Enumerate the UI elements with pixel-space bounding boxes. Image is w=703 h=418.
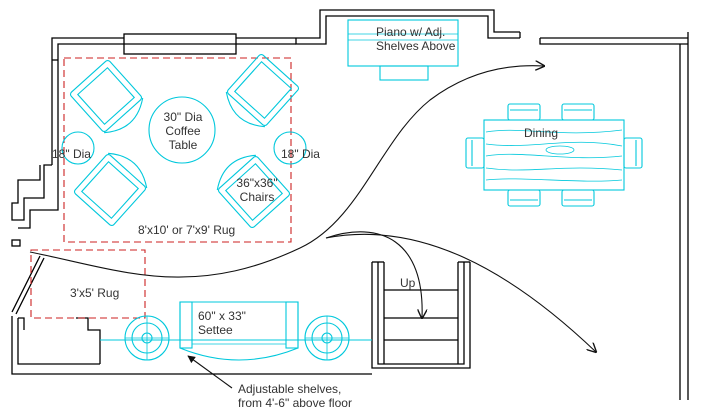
shelves-leader: [187, 355, 233, 389]
dining-label: Dining: [524, 126, 559, 140]
traffic-paths: [29, 66, 596, 389]
dining-set: [465, 103, 643, 207]
side-table-left-label: 18" Dia: [52, 147, 91, 161]
traffic-path-stairs: [325, 231, 422, 318]
side-table-left: [61, 131, 95, 165]
piano-label-line2: Shelves Above: [376, 39, 456, 53]
traffic-path-lower: [325, 233, 596, 352]
chair-top-right: [225, 53, 300, 128]
piano-label: Piano w/ Adj. Shelves Above: [376, 25, 455, 53]
settee-label-line1: 60" x 33": [198, 309, 246, 323]
coffee-table-label: 30" Dia Coffee Table: [152, 110, 214, 152]
lamp-right: [304, 315, 350, 361]
chairs-label-line2: Chairs: [239, 190, 275, 204]
settee: [179, 301, 299, 361]
main-rug: [63, 57, 292, 243]
shelves-note: Adjustable shelves, from 4'-6" above flo…: [238, 382, 352, 410]
traffic-path-main: [29, 66, 544, 278]
coffee-table-label-line3: Table: [168, 138, 198, 152]
lamp-left: [124, 315, 170, 361]
side-table-right: [273, 131, 307, 165]
small-rug: [30, 249, 146, 319]
coffee-table: [148, 96, 216, 164]
chairs-label-line1: 36"x36": [236, 176, 278, 190]
small-rug-label: 3'x5' Rug: [70, 286, 120, 300]
side-table-right-label: 18" Dia: [281, 147, 320, 161]
main-rug-label: 8'x10' or 7'x9' Rug: [138, 223, 236, 237]
coffee-table-label-line2: Coffee: [165, 124, 201, 138]
shelves-note-line1: Adjustable shelves,: [238, 382, 342, 396]
piano-label-line1: Piano w/ Adj.: [376, 25, 446, 39]
shelves-note-line2: from 4'-6" above floor: [238, 396, 352, 410]
stairs-up-label: Up: [400, 276, 416, 290]
chair-bottom-right: [216, 154, 291, 229]
walls: [11, 9, 689, 400]
chairs-label: 36"x36" Chairs: [232, 176, 282, 204]
piano: [347, 19, 459, 81]
coffee-table-label-line1: 30" Dia: [163, 110, 203, 124]
chair-top-left: [69, 59, 144, 134]
settee-label-line2: Settee: [198, 323, 233, 337]
stair-treads: [384, 289, 458, 341]
chair-bottom-left: [73, 152, 148, 227]
settee-label: 60" x 33" Settee: [198, 309, 246, 337]
